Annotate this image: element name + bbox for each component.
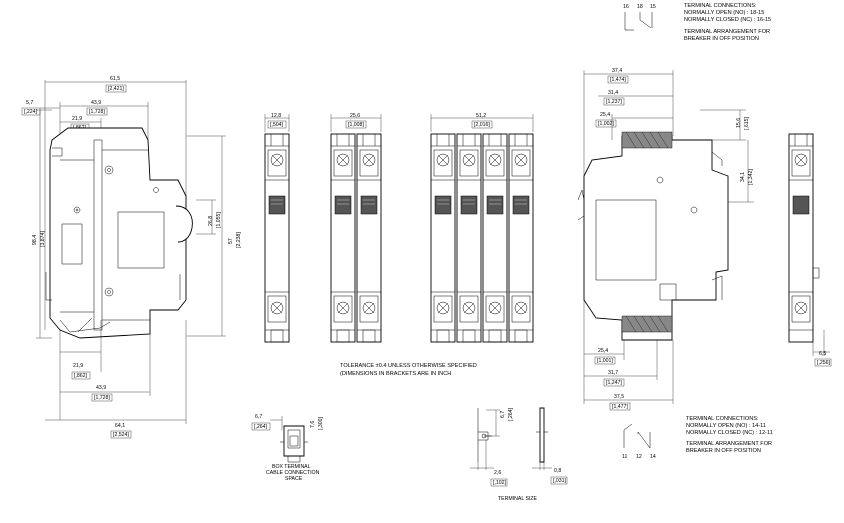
dim-label: [,224] [24,109,38,115]
note-line: TERMINAL CONNECTIONS: [686,416,759,422]
tolerance-line: TOLERANCE ±0.4 UNLESS OTHERWISE SPECIFIE… [340,363,477,369]
note-line: TERMINAL ARRANGEMENT FOR [686,441,772,447]
terminal-size-caption: TERMINAL SIZE [498,496,538,502]
dim-label: [2,016] [474,122,490,128]
note-line: NORMALLY OPEN (NO) : 18-15 [684,10,764,16]
tolerance-line: (DIMENSIONS IN BRACKETS ARE IN INCH [340,371,451,377]
dim-label: [1,055] [216,212,222,228]
dim-label: 37,4 [612,68,622,74]
dim-label: [1,002] [598,121,614,127]
dim-label: 43,9 [91,100,101,106]
dim-label: 6,7 [255,414,262,420]
dim-label: [1,477] [612,404,628,410]
aux-side-bottom-dims: 25,4 [1,001] 31,7 [1,247] 37,5 [1,477] [583,300,674,411]
dim-label: 25,6 [350,113,360,119]
box-terminal-caption: CABLE CONNECTION [266,470,320,476]
dim-label: 15,6 [736,118,742,128]
dim-label: [1,008] [348,122,364,128]
dim-label: [3,874] [40,231,46,247]
dim-label: 51,2 [476,113,486,119]
dim-label: 31,7 [608,370,618,376]
front-view-2-pole: 25,6 [1,008] [330,113,382,343]
dim-label: 6,7 [500,411,506,418]
note-line: NORMALLY CLOSED (NC) : 12-11 [686,430,773,436]
box-terminal-caption: SPACE [285,476,303,482]
dim-label: 0,8 [554,468,561,474]
tolerance-note: TOLERANCE ±0.4 UNLESS OTHERWISE SPECIFIE… [340,363,477,377]
aux-front-view: 6,5 [,256] [788,133,832,367]
switch-symbol-icon [623,423,651,449]
dim-label: [,031] [553,478,567,484]
dim-label: [,615] [744,116,750,130]
dim-label: 64,1 [115,423,125,429]
top-terminal-note: 16 18 15 TERMINAL CONNECTIONS: NORMALLY … [623,3,771,42]
side-view: 61,5 [2,421] 5,7 [,224] 43,9 [1,728] 21,… [21,76,242,339]
terminal-number: 11 [622,454,627,460]
dim-label: [1,247] [606,380,622,386]
dim-label: 25,4 [600,112,610,118]
dim-label: 6,5 [819,351,826,357]
dim-label: 37,5 [614,394,624,400]
dim-label: 21,9 [72,116,82,122]
dim-label: [,862] [74,373,88,379]
box-terminal-detail: 6,7 [,264] 7,6 [,300] BOX TERMINAL CABLE… [251,414,324,482]
dim-label: 21,9 [73,363,83,369]
dim-label: 31,4 [608,90,618,96]
dim-label: 5,7 [26,100,33,106]
dim-label: 2,6 [494,470,501,476]
dim-label: [,256] [817,360,831,366]
note-line: TERMINAL CONNECTIONS: [684,3,757,9]
dim-label: [,504] [270,122,284,128]
box-terminal-caption: BOX TERMINAL [272,464,311,470]
bottom-terminal-note: 11 12 14 TERMINAL CONNECTIONS: NORMALLY … [622,416,773,460]
front-view-1-pole: 12,8 [,504] [264,113,290,343]
dim-label: [1,001] [597,358,613,364]
note-line: NORMALLY OPEN (NO) : 14-11 [686,423,766,429]
note-line: BREAKER IN OFF POSITION [686,448,761,454]
dim-label: [,300] [318,416,324,430]
dim-label: 34,1 [740,172,746,182]
dim-label: 12,8 [271,113,281,119]
dim-label: 43,9 [96,385,106,391]
dim-label: [,102] [493,480,507,486]
dim-label: 98,4 [32,235,38,245]
dim-label: 61,5 [110,76,120,82]
aux-side-view: 37,4 [1,474] 31,4 [1,237] 25,4 [1,002] 1… [577,68,754,341]
front-view-4-pole: 51,2 [2,016] [430,113,534,343]
dim-label: [2,238] [236,232,242,248]
terminal-number: 16 [623,4,629,10]
terminal-number: 18 [637,4,643,10]
dim-label: [1,474] [610,77,626,83]
terminal-number: 12 [636,454,642,460]
dim-label: 57 [228,238,234,244]
dim-label: [2,524] [113,432,129,438]
dim-label: [1,237] [606,99,622,105]
note-line: BREAKER IN OFF POSITION [684,36,759,42]
dim-label: [1,342] [748,169,754,185]
side-view-bottom-dims: 21,9 [,862] 43,9 [1,728] 64,1 [2,524] [45,320,187,439]
dim-label: [1,728] [94,395,110,401]
terminal-number: 14 [650,454,656,460]
dim-label: [1,728] [89,109,105,115]
terminal-size-detail: 6,7 [,264] 2,6 [,102] 0,8 [,031] TERMINA… [470,407,568,502]
dim-label: 26,8 [208,216,214,226]
dim-label: 25,4 [598,348,608,354]
note-line: TERMINAL ARRANGEMENT FOR [684,29,770,35]
terminal-number: 15 [650,4,656,10]
dim-label: 7,6 [310,421,316,428]
dim-label: [,264] [508,407,514,421]
note-line: NORMALLY CLOSED (NC) : 16-15 [684,17,771,23]
dim-label: [2,421] [108,86,124,92]
dim-label: [,264] [254,424,268,430]
switch-symbol-icon [624,12,653,31]
